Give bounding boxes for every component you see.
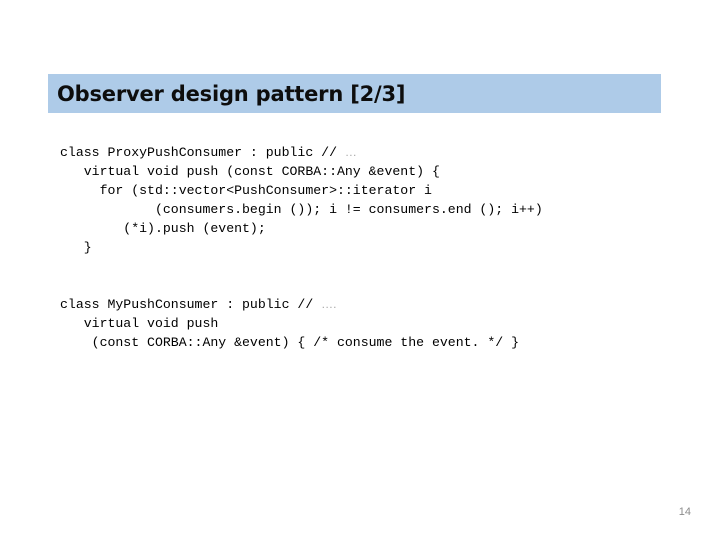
page-title: Observer design pattern [2/3]: [57, 81, 406, 106]
code-block-my-push-consumer: class MyPushConsumer : public // …. virt…: [60, 295, 680, 352]
code-line: virtual void push: [60, 316, 219, 332]
ellipsis-glyph: …: [344, 145, 357, 160]
code-line: class MyPushConsumer : public //: [60, 297, 322, 313]
code-line: }: [60, 240, 92, 256]
code-line: (*i).push (event);: [60, 221, 266, 237]
page-number: 14: [678, 506, 691, 518]
slide-title-banner: Observer design pattern [2/3]: [48, 74, 661, 113]
code-line: (const CORBA::Any &event) { /* consume t…: [60, 335, 519, 351]
code-line: class ProxyPushConsumer : public //: [60, 145, 345, 161]
code-block-proxy-push-consumer: class ProxyPushConsumer : public // … vi…: [60, 143, 680, 257]
code-content-area: class ProxyPushConsumer : public // … vi…: [60, 130, 680, 365]
code-line: for (std::vector<PushConsumer>::iterator…: [60, 183, 432, 199]
code-line: (consumers.begin ()); i != consumers.end…: [60, 202, 543, 218]
ellipsis-glyph: ….: [321, 297, 337, 312]
code-line: virtual void push (const CORBA::Any &eve…: [60, 164, 440, 180]
